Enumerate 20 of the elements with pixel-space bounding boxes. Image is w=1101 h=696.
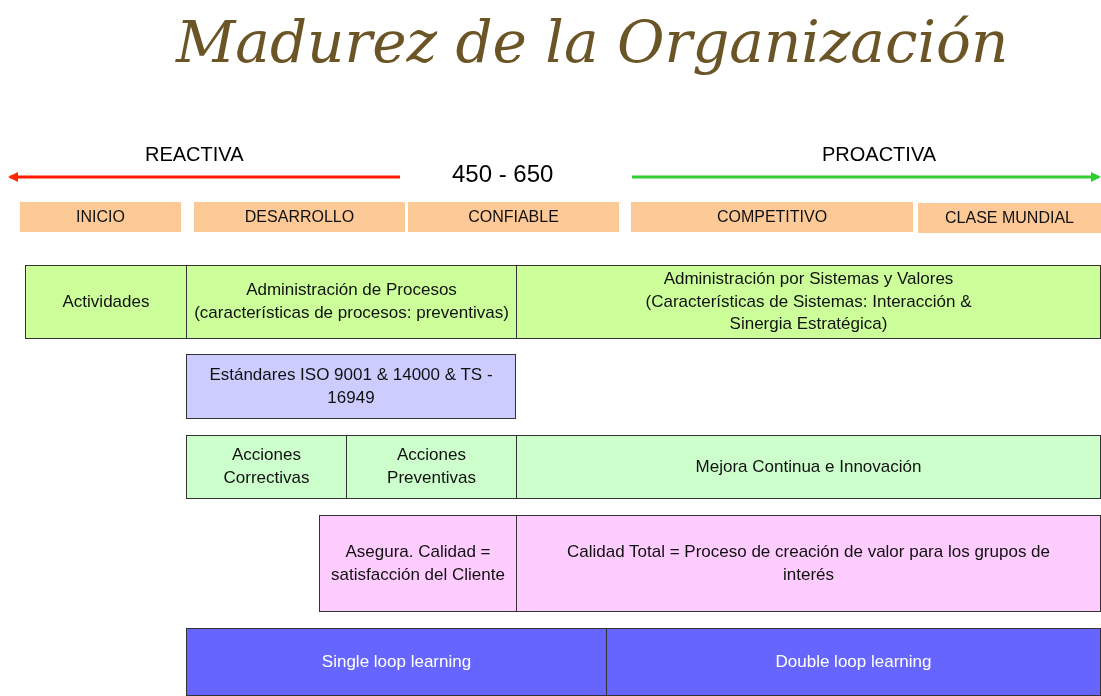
table-cell: Acciones Preventivas (346, 435, 517, 499)
table-cell: Administración de Procesos (características de procesos: preventivas) (186, 265, 517, 339)
table-cell: Single loop learning (186, 628, 607, 696)
table-cell: Asegura. Calidad = satisfacción del Cliente (319, 515, 517, 612)
range-label: 450 - 650 (452, 160, 554, 188)
stage-box: COMPETITIVO (631, 202, 913, 232)
table-cell: Actividades (25, 265, 187, 339)
stage-box: INICIO (20, 202, 181, 232)
title: Madurez de la Organización (175, 8, 1009, 76)
table-cell: Double loop learning (606, 628, 1101, 696)
table-cell: Acciones Correctivas (186, 435, 347, 499)
side-label: PROACTIVA (822, 143, 937, 166)
stage-box: CONFIABLE (408, 202, 619, 232)
side-label: REACTIVA (145, 143, 244, 166)
stage-box: CLASE MUNDIAL (918, 203, 1101, 233)
table-cell: Administración por Sistemas y Valores (Características de Sistemas: Interacción & Sinergia Estratégica) (516, 265, 1101, 339)
table-cell: Estándares ISO 9001 & 14000 & TS - 16949 (186, 354, 516, 419)
stage-box: DESARROLLO (194, 202, 405, 232)
table-cell: Calidad Total = Proceso de creación de valor para los grupos de interés (516, 515, 1101, 612)
table-cell: Mejora Continua e Innovación (516, 435, 1101, 499)
